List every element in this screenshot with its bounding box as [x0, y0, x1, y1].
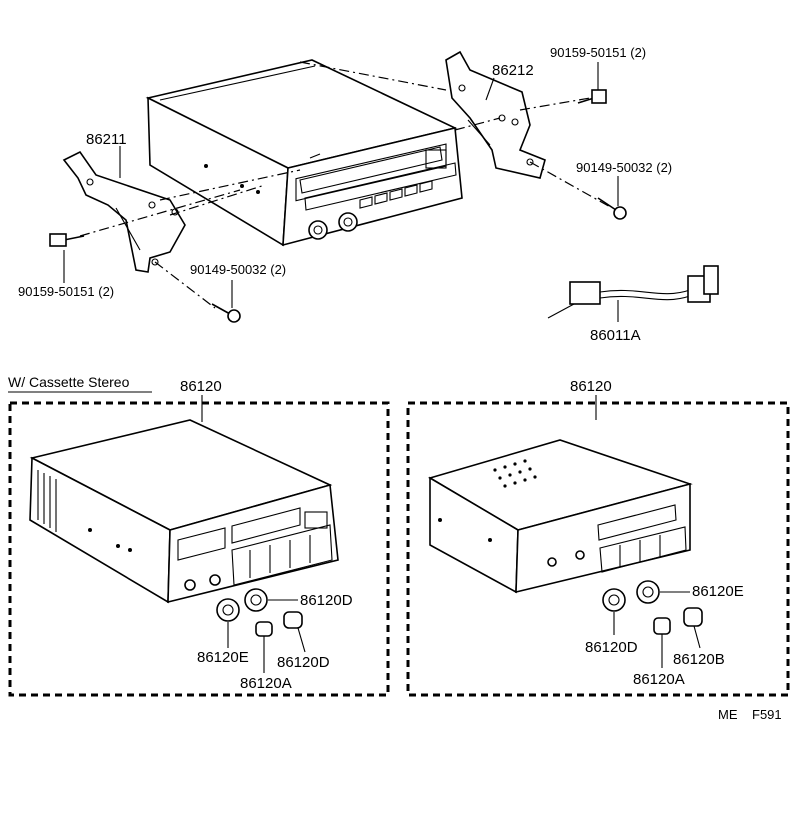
left-knob-label-1: 86120D: [300, 592, 353, 609]
cooling-fins: [37, 470, 57, 532]
right-knob-label-2: 86120D: [585, 639, 638, 656]
label-bolt-left: 90149-50032 (2): [190, 262, 286, 277]
knob-86120E-right: [636, 580, 660, 604]
label-screw-left-bottom: 90159-50151 (2): [18, 284, 114, 299]
knob-86120A-right: [653, 617, 671, 635]
front-buttons: [359, 180, 433, 209]
bracket-right: [445, 50, 546, 179]
knob-86120B-right: [683, 607, 703, 627]
main-radio-unit: [145, 59, 463, 247]
left-panel-title: W/ Cassette Stereo: [8, 374, 130, 390]
right-knobs: [602, 580, 703, 635]
knob-86120D-left-lower: [283, 611, 303, 629]
left-knob-label-2: 86120E: [197, 649, 249, 666]
left-panel-frame: [8, 401, 390, 697]
label-bolt-right: 90149-50032 (2): [576, 160, 672, 175]
cassette-stereo-unit: [29, 419, 339, 604]
bolt-left-part: [211, 303, 241, 323]
bracket-left: [62, 150, 186, 273]
label-bracket-left: 86211: [86, 131, 127, 148]
right-knob-label-4: 86120A: [633, 671, 685, 688]
screw-left-bottom-part: [49, 233, 85, 247]
label-screw-right-top: 90159-50151 (2): [550, 45, 646, 60]
stereo-unit: [428, 439, 693, 594]
left-knob-label-3: 86120D: [277, 654, 330, 671]
knob-86120A-left: [255, 621, 273, 637]
left-knob-label-4: 86120A: [240, 675, 292, 692]
knob-86120D-right: [602, 588, 626, 612]
label-wire-harness: 86011A: [590, 327, 641, 344]
right-assembly-label: 86120: [570, 378, 612, 395]
vent-holes: [493, 459, 537, 488]
wire-harness-part: [547, 265, 719, 322]
footer-code-right: F591: [752, 707, 782, 722]
right-knob-label-1: 86120E: [692, 583, 744, 600]
bolt-right-part: [597, 197, 627, 220]
knob-86120D-left-upper: [244, 588, 268, 612]
screw-right-top-part: [577, 89, 607, 104]
label-bracket-right: 86212: [492, 62, 534, 79]
footer-code-left: ME: [718, 707, 738, 722]
left-knobs: [216, 588, 303, 637]
right-knob-label-3: 86120B: [673, 651, 725, 668]
left-assembly-label: 86120: [180, 378, 222, 395]
knob-86120E-left: [216, 598, 240, 622]
